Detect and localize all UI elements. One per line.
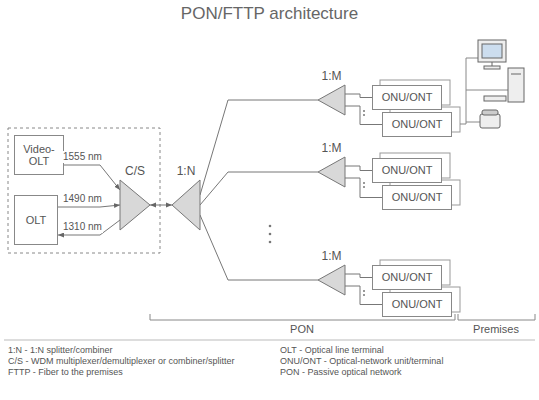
box-label: ONU/ONT <box>392 191 443 203</box>
premises-wires <box>460 58 508 124</box>
legend-column: 1:N - 1:N splitter/combinerC/S - WDM mul… <box>8 345 258 378</box>
section-label: PON <box>288 323 316 335</box>
ratio-label: 1:M <box>321 141 341 155</box>
fiber-link <box>200 215 318 280</box>
section-label: Premises <box>471 323 521 335</box>
splitter: 1:M <box>318 157 345 187</box>
ratio-label: 1:N <box>177 164 196 178</box>
box-label: ONU/ONT <box>392 298 443 310</box>
fiber-link <box>345 94 372 98</box>
onu-stack <box>380 80 460 312</box>
legend-entry: OLT - Optical line terminal <box>280 345 532 356</box>
triangle-shape <box>120 180 150 230</box>
bracket <box>150 314 535 320</box>
fiber-link <box>64 165 120 190</box>
box-label: Video-OLT <box>15 143 63 167</box>
legend-entry: ONU/ONT - Optical-network unit/terminal <box>280 356 532 367</box>
legend-entry: 1:N - 1:N splitter/combiner <box>8 345 258 356</box>
box-label: ONU/ONT <box>382 271 433 283</box>
onu-box: ONU/ONT <box>382 185 452 210</box>
triangle-shape <box>172 180 200 230</box>
triangle-shape <box>318 157 345 187</box>
fiber-link <box>58 220 120 235</box>
ellipsis-dots <box>269 110 365 296</box>
splitter: 1:M <box>318 85 345 115</box>
fiber-link <box>200 100 318 195</box>
terminal-icons <box>478 40 524 128</box>
wavelength-label: 1310 nm <box>62 221 103 233</box>
legend-entry: FTTP - Fiber to the premises <box>8 367 258 378</box>
legend-column: OLT - Optical line terminalONU/ONT - Opt… <box>280 345 532 378</box>
olt-box: Video-OLT <box>14 135 64 175</box>
wavelength-label: 1490 nm <box>62 193 103 205</box>
onu-box: ONU/ONT <box>382 292 452 317</box>
onu-box: ONU/ONT <box>382 112 452 137</box>
triangle-shape <box>318 265 345 295</box>
box-label: ONU/ONT <box>392 118 443 130</box>
wavelength-label: 1555 nm <box>62 151 103 163</box>
box-label: ONU/ONT <box>382 164 433 176</box>
triangle-shape <box>318 85 345 115</box>
onu-box: ONU/ONT <box>372 158 442 183</box>
splitter: 1:M <box>318 265 345 295</box>
onu-box: ONU/ONT <box>372 85 442 110</box>
fiber-link <box>200 172 318 205</box>
wdm-coupler: C/S <box>120 180 150 230</box>
legend-entry: PON - Passive optical network <box>280 367 532 378</box>
fiber-link <box>345 274 372 278</box>
headend-frame <box>8 128 160 253</box>
ratio-label: C/S <box>125 164 145 178</box>
box-label: OLT <box>26 214 47 226</box>
fiber-link <box>150 205 172 206</box>
diagram-title: PON/FTTP architecture <box>0 4 539 24</box>
onu-box: ONU/ONT <box>372 265 442 290</box>
ratio-label: 1:M <box>321 69 341 83</box>
legend-entry: C/S - WDM multiplexer/demultiplexer or c… <box>8 356 258 367</box>
ratio-label: 1:M <box>321 249 341 263</box>
olt-box: OLT <box>14 195 58 245</box>
splitter: 1:N <box>172 180 200 230</box>
box-label: ONU/ONT <box>382 91 433 103</box>
legend-rule <box>4 340 535 341</box>
fiber-link <box>345 166 372 171</box>
fiber-link <box>58 205 120 207</box>
